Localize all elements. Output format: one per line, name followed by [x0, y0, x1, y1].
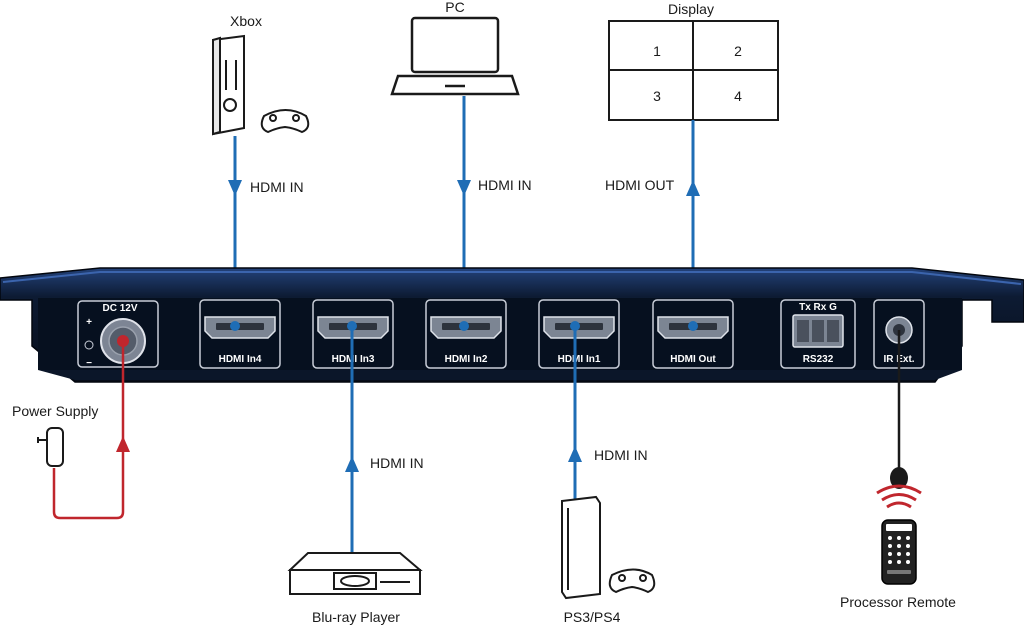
dc-polarity-icon [84, 340, 94, 350]
dc-port-label: DC 12V [102, 303, 137, 314]
ir-cable [890, 330, 908, 489]
hdmi-port-label: HDMI In4 [219, 354, 262, 365]
rs232-port[interactable]: Tx Rx G RS232 [780, 299, 856, 369]
pc-link-label: HDMI IN [478, 177, 532, 193]
hdmi-port-label: HDMI Out [670, 354, 716, 365]
pc-label: PC [445, 0, 464, 15]
xbox-link-label: HDMI IN [250, 179, 304, 195]
xbox-controller-icon [260, 109, 310, 134]
ir-signal-icon [876, 484, 922, 509]
hdmi-port-label: HDMI In2 [445, 354, 488, 365]
dc-minus: − [86, 358, 92, 369]
rs232-pin-labels: Tx Rx G [799, 302, 837, 313]
ps-link-label: HDMI IN [594, 447, 648, 463]
display-cell: 2 [734, 43, 742, 59]
power-cable [52, 341, 130, 520]
display-wall: 1 2 3 4 [608, 20, 779, 121]
xbox-console-icon [212, 34, 245, 136]
hdmi-port-out[interactable]: HDMI Out [652, 299, 734, 369]
display-label: Display [668, 1, 714, 17]
display-cell: 4 [734, 88, 742, 104]
ps-cable [568, 326, 582, 500]
hdmi-port-in4[interactable]: HDMI In4 [199, 299, 281, 369]
bluray-label: Blu-ray Player [312, 609, 400, 625]
bluray-link-label: HDMI IN [370, 455, 424, 471]
bluray-player-icon [287, 552, 423, 595]
processor-chassis [0, 267, 1024, 383]
dc-plus: + [86, 317, 92, 328]
rs232-label: RS232 [803, 354, 834, 365]
laptop-icon [390, 16, 520, 96]
ps-label: PS3/PS4 [564, 609, 621, 625]
hdmi-port-label: HDMI In1 [558, 354, 601, 365]
remote-control-icon [881, 519, 917, 585]
remote-label: Processor Remote [840, 594, 956, 610]
xbox-label: Xbox [230, 13, 262, 29]
power-adapter-icon [37, 427, 64, 467]
power-supply-label: Power Supply [12, 403, 98, 419]
ps-controller-icon [608, 568, 656, 594]
ps-console-icon [561, 495, 601, 600]
display-cell: 1 [653, 43, 661, 59]
display-link-label: HDMI OUT [605, 177, 675, 193]
bluray-cable [345, 326, 359, 556]
display-cell: 3 [653, 88, 661, 104]
